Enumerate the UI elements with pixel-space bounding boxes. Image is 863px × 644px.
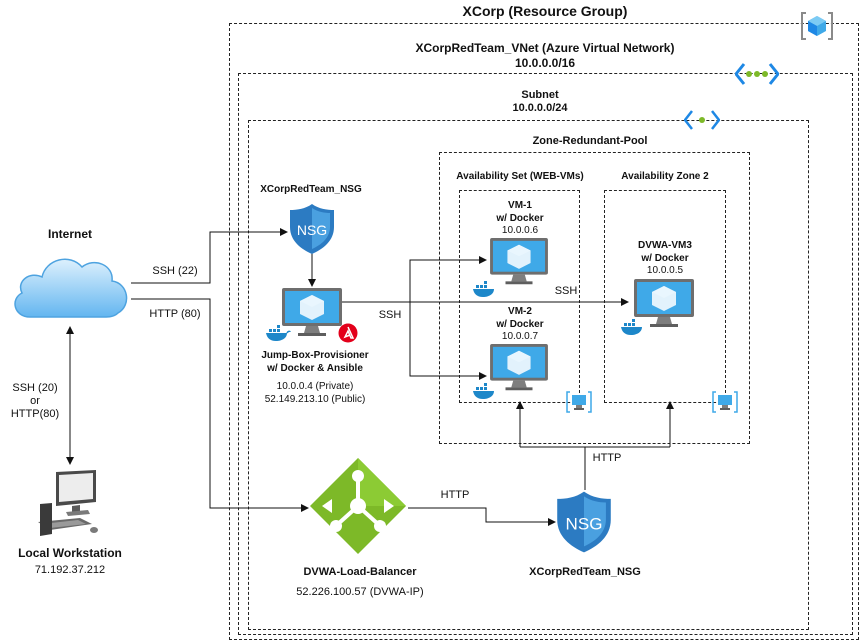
jumpbox-vm-icon <box>282 288 342 336</box>
nsg-bottom-shield-icon: NSG <box>557 491 611 553</box>
workstation-ip: 71.192.37.212 <box>34 564 106 576</box>
vm1-docker-icon <box>473 281 494 297</box>
resource-group-title: XCorp (Resource Group) <box>462 3 628 19</box>
load-balancer-ip: 52.226.100.57 (DVWA-IP) <box>296 586 424 598</box>
line-internet-to-lb <box>131 298 309 512</box>
nsg-top-label: XCorpRedTeam_NSG <box>260 184 362 195</box>
vm1-docker: w/ Docker <box>496 213 544 224</box>
vm3-name: DVWA-VM3 <box>638 240 692 251</box>
subnet-cidr: 10.0.0.0/24 <box>512 102 568 114</box>
svg-text:NSG: NSG <box>566 514 603 533</box>
ssh-vm3-label: SSH <box>554 285 578 297</box>
resource-group-box <box>229 23 859 640</box>
subnet-box <box>248 120 809 630</box>
load-balancer-icon <box>310 458 406 554</box>
internet-label: Internet <box>47 227 92 241</box>
vm3-docker: w/ Docker <box>641 253 689 264</box>
availability-set-title: Availability Set (WEB-VMs) <box>456 171 584 182</box>
lb-http-label: HTTP <box>440 489 470 501</box>
pool-title: Zone-Redundant-Pool <box>532 135 648 147</box>
subnet-icon <box>684 110 720 130</box>
nsg-http-label: HTTP <box>592 452 622 464</box>
availability-set-icon <box>566 391 592 413</box>
zone-redundant-pool-box <box>439 152 750 444</box>
line-nsg-to-vms <box>520 446 670 490</box>
vm3-icon <box>634 279 694 327</box>
workstation-label: Local Workstation <box>18 546 122 560</box>
workstation-icon <box>38 470 98 536</box>
vm2-docker: w/ Docker <box>496 319 544 330</box>
ssh-jumpbox-label: SSH <box>378 309 402 321</box>
svg-text:NSG: NSG <box>297 222 327 238</box>
load-balancer-label: DVWA-Load-Balancer <box>303 566 417 578</box>
ws-link-line1: SSH (20) <box>12 382 58 394</box>
resource-group-icon <box>801 12 833 40</box>
ws-link-line2: or <box>30 395 40 407</box>
vnet-cidr: 10.0.0.0/16 <box>514 56 576 70</box>
line-lb-to-nsg <box>408 507 556 526</box>
nsg-bottom-label: XCorpRedTeam_NSG <box>529 566 641 578</box>
vm2-icon <box>490 343 548 391</box>
line-internet-to-nsg <box>131 228 288 284</box>
vm3-docker-icon <box>621 319 642 335</box>
vm3-ip: 10.0.0.5 <box>646 265 684 276</box>
internet-cloud-icon <box>14 258 128 318</box>
vm1-icon <box>490 237 548 285</box>
availability-zone-icon <box>712 391 738 413</box>
docker-icon <box>266 325 291 341</box>
vnet-icon <box>735 63 779 85</box>
line-jumpbox-to-vm1 <box>342 256 487 303</box>
jumpbox-private-ip: 10.0.0.4 (Private) <box>276 381 354 392</box>
ws-link-line3: HTTP(80) <box>10 408 60 420</box>
line-jumpbox-to-vm2 <box>409 302 487 380</box>
vnet-title: XCorpRedTeam_VNet (Azure Virtual Network… <box>415 41 675 55</box>
vm2-name: VM-2 <box>508 306 532 317</box>
availability-zone-title: Availability Zone 2 <box>621 171 709 182</box>
ansible-icon <box>338 323 358 343</box>
vm1-name: VM-1 <box>508 200 532 211</box>
nsg-shield-icon: NSG <box>290 204 334 254</box>
vm2-docker-icon <box>473 383 494 399</box>
jumpbox-tools: w/ Docker & Ansible <box>267 363 363 374</box>
vm2-ip: 10.0.0.7 <box>501 331 539 342</box>
jumpbox-public-ip: 52.149.213.10 (Public) <box>264 394 366 405</box>
subnet-title: Subnet <box>521 89 559 101</box>
jumpbox-name: Jump-Box-Provisioner <box>261 350 369 361</box>
ssh22-label: SSH (22) <box>152 265 198 277</box>
vm1-ip: 10.0.0.6 <box>501 225 539 236</box>
vnet-box <box>238 73 853 635</box>
availability-zone-box <box>604 190 726 403</box>
http80-label: HTTP (80) <box>149 308 201 320</box>
